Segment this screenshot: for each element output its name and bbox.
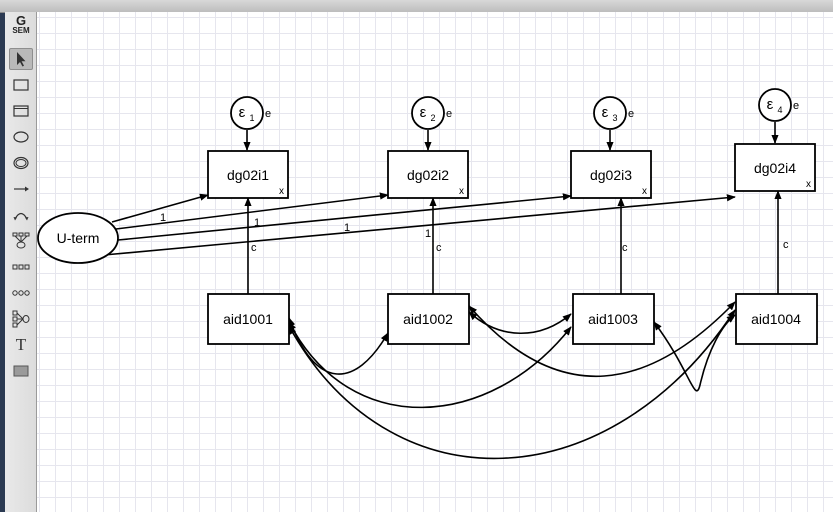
outcome-label: dg02i4 [754,160,796,176]
outcome-variables: dg02i1 x dg02i2 x dg02i3 x dg02i4 x [207,143,816,199]
sem-builder-toolbar: G SEM T [5,12,37,512]
measurement-component-icon [12,310,30,328]
path-uterm-dg02i3[interactable] [117,193,572,241]
select-pointer-icon [17,52,26,67]
select-tool-button[interactable] [9,48,33,70]
latent-variables-set-tool[interactable] [9,282,33,304]
predictor-aid1002[interactable]: aid1002 [387,293,470,345]
regression-component-icon [12,232,30,249]
error-label: e [628,108,634,120]
covariance-aid1001-aid1004[interactable] [288,309,736,460]
path-tool[interactable] [9,178,33,200]
error-term-1[interactable]: ε 1 e [230,96,271,151]
multilevel-latent-tool[interactable] [9,152,33,174]
outcome-dg02i3[interactable]: dg02i3 x [570,150,652,199]
error-symbol: ε [420,104,427,121]
outcome-corner-label: x [279,186,284,197]
predictor-label: aid1004 [751,311,801,327]
latent-variable-icon [13,131,29,143]
area-tool-icon [13,365,29,377]
generalized-response-tool[interactable] [9,100,33,122]
logo-sub: SEM [12,26,30,35]
outcome-corner-label: x [459,186,464,197]
measurement-component-tool[interactable] [9,308,33,330]
error-subscript: 2 [430,113,435,123]
error-label: e [793,100,799,112]
error-subscript: 3 [612,113,617,123]
covariance-aid1002-aid1003[interactable] [468,311,572,335]
error-label: e [446,108,452,120]
logo-letter: G [15,13,27,28]
latent-uterm[interactable]: U-term [37,212,119,264]
predictor-aid1003[interactable]: aid1003 [572,293,655,345]
error-symbol: ε [602,104,609,121]
error-subscript: 4 [777,105,782,115]
predictor-aid1004[interactable]: aid1004 [735,293,818,345]
latent-label: U-term [57,230,100,246]
covariance-icon [13,212,29,221]
loading-label-1: 1 [160,212,166,224]
error-term-2[interactable]: ε 2 e [411,96,452,151]
sem-path-diagram: ε 1 e ε 2 e ε 3 e ε 4 [37,88,818,460]
text-tool[interactable]: T [9,334,33,356]
observed-variables-set-icon [12,264,30,270]
observed-variable-tool[interactable] [9,74,33,96]
error-label: e [265,108,271,120]
path-uterm-dg02i1[interactable] [111,193,209,223]
path-arrow-icon [14,186,29,192]
predictor-paths [244,190,782,294]
path-c-label-4: c [783,239,789,251]
path-labels: 1 1 1 1 c c c c [160,212,789,254]
observed-variable-icon [13,79,29,91]
loading-label-4: 1 [425,228,431,240]
path-c-label-1: c [251,242,257,254]
path-c-label-3: c [622,242,628,254]
area-tool[interactable] [9,360,33,382]
multilevel-latent-icon [13,156,29,170]
covariance-curves [288,301,736,460]
outcome-corner-label: x [806,179,811,190]
predictor-variables: aid1001 aid1002 aid1003 aid1004 [207,293,818,345]
latent-variable-tool[interactable] [9,126,33,148]
outcome-dg02i1[interactable]: dg02i1 x [207,150,289,199]
predictor-label: aid1003 [588,311,638,327]
covariance-tool[interactable] [9,204,33,226]
path-c-label-2: c [436,242,442,254]
loading-label-2: 1 [254,217,260,229]
error-terms: ε 1 e ε 2 e ε 3 e ε 4 [230,88,799,151]
latent-paths [103,192,736,256]
outcome-label: dg02i2 [407,167,449,183]
outcome-label: dg02i1 [227,167,269,183]
outcome-dg02i2[interactable]: dg02i2 x [387,150,469,199]
loading-label-3: 1 [344,222,350,234]
generalized-response-icon [13,105,29,117]
predictor-label: aid1001 [223,311,273,327]
error-subscript: 1 [249,113,254,123]
outcome-corner-label: x [642,186,647,197]
path-uterm-dg02i2[interactable] [115,192,389,230]
outcome-label: dg02i3 [590,167,632,183]
covariance-aid1002-aid1004[interactable] [468,301,736,378]
covariance-aid1001-aid1003[interactable] [288,321,572,409]
regression-component-tool[interactable] [9,230,33,252]
error-symbol: ε [239,104,246,121]
latent-variables-set-icon [12,290,30,296]
error-term-3[interactable]: ε 3 e [593,96,634,151]
predictor-label: aid1002 [403,311,453,327]
observed-variables-set-tool[interactable] [9,256,33,278]
predictor-aid1001[interactable]: aid1001 [207,293,290,345]
text-tool-icon: T [15,335,27,354]
error-symbol: ε [767,96,774,113]
diagram-canvas[interactable]: ε 1 e ε 2 e ε 3 e ε 4 [37,12,833,512]
outcome-dg02i4[interactable]: dg02i4 x [734,143,816,192]
gsem-logo: G SEM [5,14,37,35]
error-term-4[interactable]: ε 4 e [758,88,799,144]
covariance-aid1003-aid1004[interactable] [653,314,736,392]
path-uterm-dg02i4[interactable] [103,194,736,256]
